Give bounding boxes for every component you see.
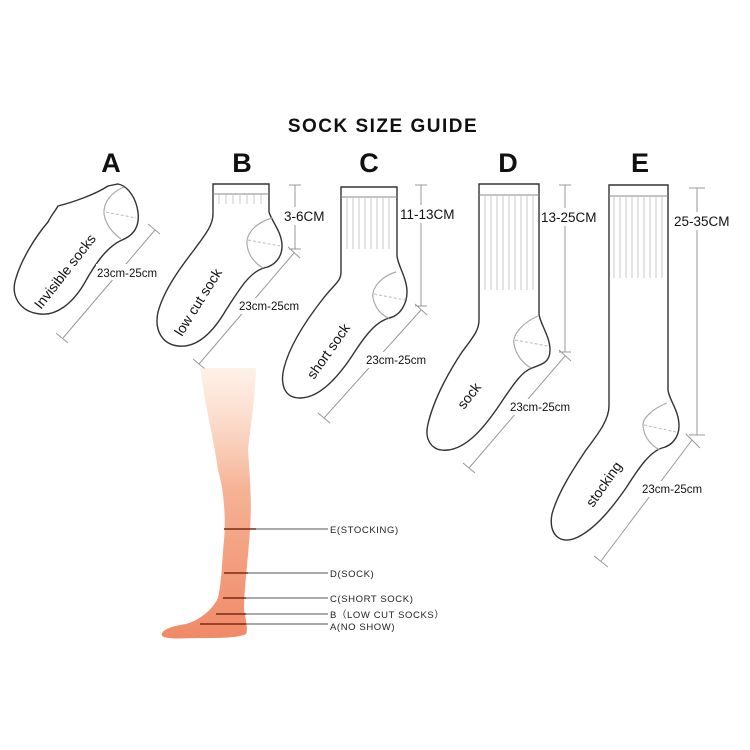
sock-b-length-label: 23cm-25cm [239, 301, 299, 313]
leg-label-c: C(SHORT SOCK) [330, 594, 413, 605]
leg-marker-d: D(SOCK) [224, 569, 374, 580]
sock-d-height-label: 13-25CM [541, 210, 597, 225]
leg-label-d: D(SOCK) [330, 569, 374, 580]
leg-label-e: E(STOCKING) [330, 525, 399, 536]
sock-c-short: short sock 11-13CM 23cm-25cm [281, 184, 466, 424]
page-title: SOCK SIZE GUIDE [288, 116, 478, 137]
sock-b-ribbing [218, 195, 262, 204]
sock-c-outline [281, 186, 408, 399]
leg-label-b: B（LOW CUT SOCKS） [330, 609, 444, 621]
size-letter-d: D [498, 148, 518, 178]
sock-e-height-label: 25-35CM [674, 214, 730, 229]
leg-marker-c: C(SHORT SOCK) [223, 594, 413, 605]
size-letter-e: E [631, 148, 649, 178]
sock-d-outline [426, 183, 551, 451]
sock-c-length-label: 23cm-25cm [366, 355, 426, 367]
size-letter-a: A [101, 148, 121, 178]
leg-height-guide: E(STOCKING) D(SOCK) C(SHORT SOCK) B（LOW … [161, 368, 444, 639]
sock-d-length-label: 23cm-25cm [510, 402, 570, 414]
sock-c-height-dimension [415, 184, 427, 307]
sock-e-length-dimension [593, 433, 701, 568]
size-letter-b: B [232, 148, 252, 178]
sock-c-height-label: 11-13CM [400, 207, 455, 222]
sock-e-outline [550, 184, 680, 541]
sock-b-height-label: 3-6CM [284, 209, 325, 224]
size-letter-c: C [359, 148, 379, 178]
sock-e-ribbing [613, 197, 663, 278]
sock-a-outline [13, 183, 139, 315]
leg-marker-e: E(STOCKING) [224, 525, 399, 536]
sock-a-invisible: Invisible socks 23cm-25cm [13, 183, 166, 344]
leg-label-a: A(NO SHOW) [330, 622, 395, 633]
leg-marker-b: B（LOW CUT SOCKS） [216, 609, 444, 621]
sock-e-stocking: stocking 25-35CM 23cm-25cm [550, 184, 742, 568]
sock-d-ribbing [484, 196, 534, 290]
sock-b-outline [156, 183, 283, 347]
sock-a-length-dimension [55, 223, 161, 344]
sock-a-length-label: 23cm-25cm [97, 268, 157, 280]
sock-d-crew: sock 13-25CM 23cm-25cm [426, 183, 610, 474]
leg-silhouette [161, 368, 256, 639]
sock-c-ribbing [346, 198, 390, 249]
leg-marker-a: A(NO SHOW) [200, 622, 395, 633]
sock-e-length-label: 23cm-25cm [642, 484, 702, 496]
